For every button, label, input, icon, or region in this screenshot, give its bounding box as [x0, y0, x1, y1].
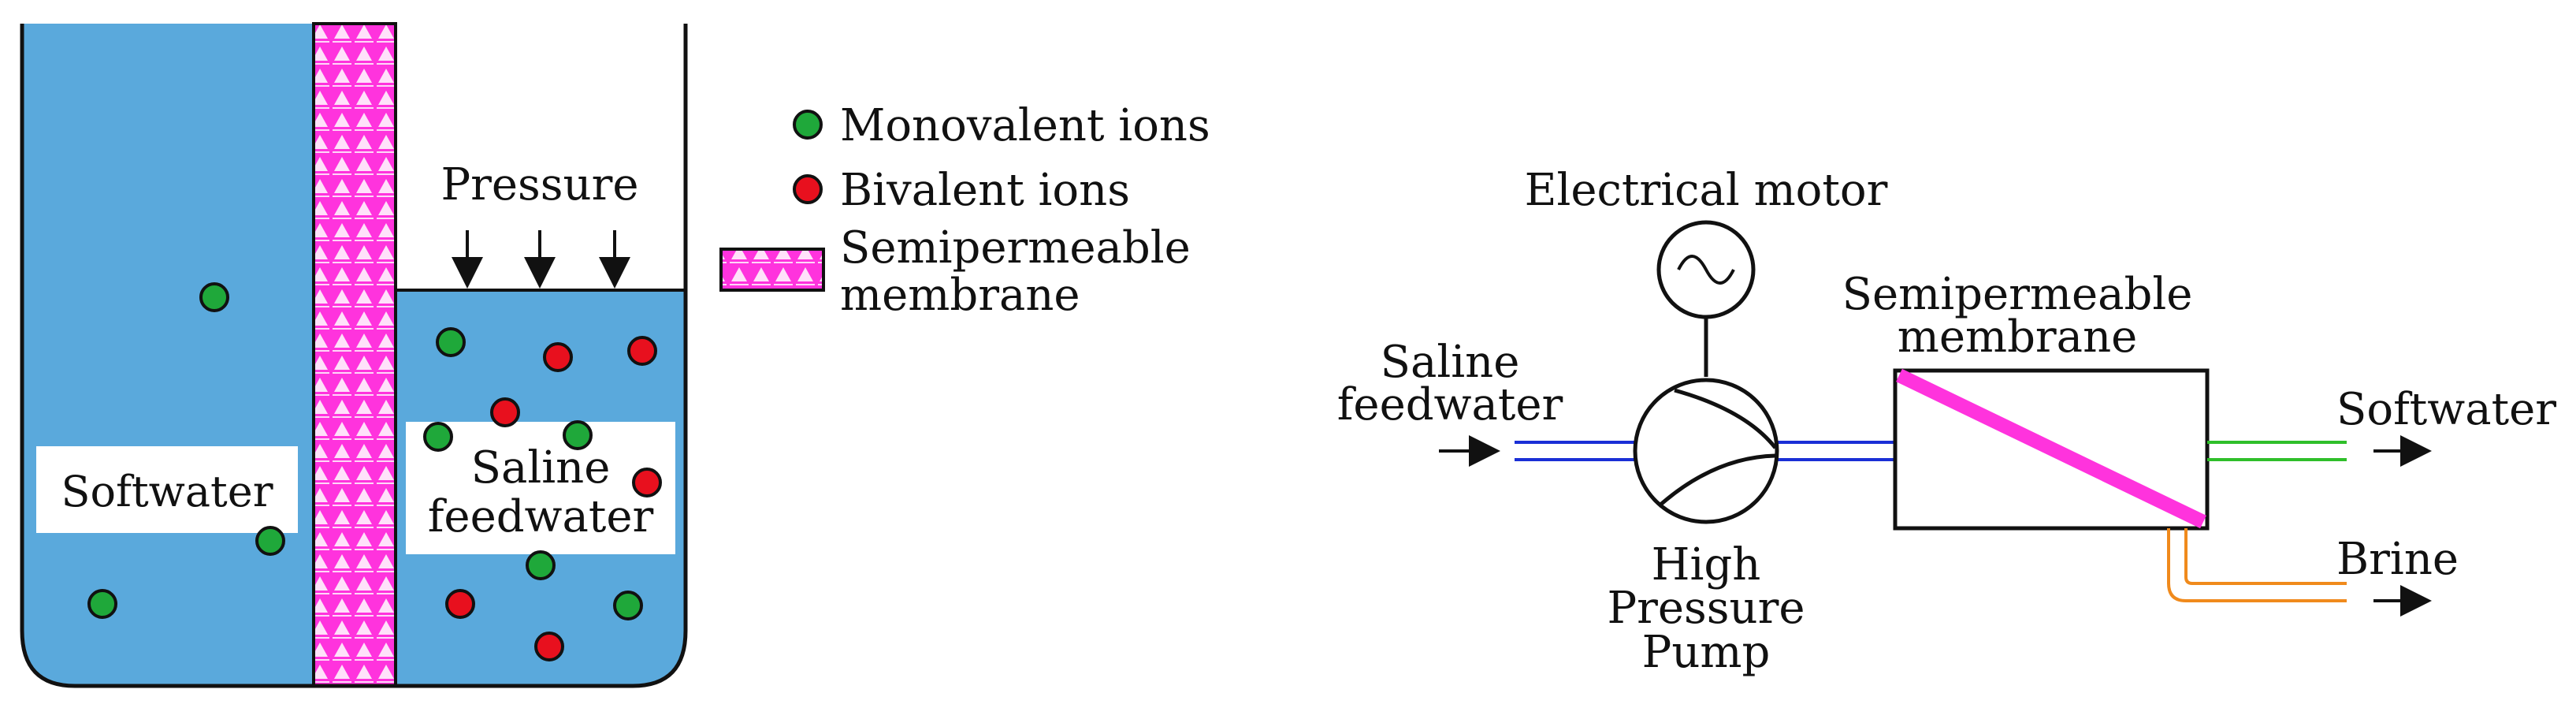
softwater-pipe	[2207, 441, 2347, 461]
module-label-line1: Semipermeable	[1842, 269, 2193, 320]
motor-label: Electrical motor	[1525, 165, 1888, 216]
module-label-line2: membrane	[1898, 311, 2138, 363]
bivalent-ion	[543, 342, 573, 372]
softwater-output-label: Softwater	[2336, 384, 2556, 435]
monovalent-ion	[87, 589, 117, 619]
brine-pipe	[2167, 528, 2347, 602]
monovalent-ion	[526, 550, 556, 580]
pump-impeller	[1657, 453, 1776, 508]
pump-label-line3: Pump	[1642, 627, 1771, 678]
pump-icon	[1633, 378, 1779, 524]
bivalent-ion	[490, 397, 520, 427]
softwater-label-box	[36, 446, 298, 533]
pump-label-line1: High	[1652, 539, 1761, 591]
saline-label-line2: feedwater	[428, 491, 654, 542]
legend: Monovalent ions Bivalent ions Semipermea…	[719, 100, 1210, 321]
tank-outline	[20, 24, 688, 688]
pump-label-line2: Pressure	[1607, 583, 1805, 634]
feed-pipe	[1515, 441, 1635, 461]
monovalent-ion	[563, 420, 593, 450]
legend-monovalent-label: Monovalent ions	[840, 100, 1210, 151]
saline-label-line1: Saline	[471, 442, 611, 494]
legend-bivalent-label: Bivalent ions	[840, 165, 1130, 216]
brine-output-label: Brine	[2336, 534, 2459, 585]
process-diagram: Electrical motor Saline feedwater High P…	[1337, 165, 2557, 678]
legend-membrane-swatch	[719, 248, 825, 292]
pump-impeller	[1674, 388, 1777, 449]
legend-monovalent-swatch	[793, 110, 823, 140]
monovalent-ion	[255, 526, 285, 556]
bivalent-ion	[627, 336, 657, 366]
pressure-label: Pressure	[440, 159, 638, 211]
softwater-label: Softwater	[61, 467, 273, 516]
monovalent-ion	[199, 282, 229, 312]
feed-label-line2: feedwater	[1337, 379, 1563, 430]
osmosis-tank: Pressure Softwater Saline feedwater	[20, 22, 688, 688]
legend-membrane-label-line1: Semipermeable	[840, 222, 1191, 274]
monovalent-ion	[436, 327, 466, 357]
monovalent-ion	[613, 591, 643, 620]
legend-membrane-label-line2: membrane	[840, 270, 1080, 321]
bivalent-ion	[445, 589, 475, 619]
bivalent-ion	[632, 468, 662, 497]
legend-bivalent-swatch	[793, 174, 823, 204]
monovalent-ion	[423, 422, 453, 452]
module-membrane	[1896, 368, 2206, 529]
softwater-compartment	[22, 24, 314, 686]
feed-label-line1: Saline	[1381, 337, 1520, 388]
sine-wave-icon	[1677, 255, 1735, 285]
pump-outlet-pipe	[1777, 441, 1895, 461]
bivalent-ion	[534, 632, 564, 661]
tank-membrane	[312, 22, 397, 688]
